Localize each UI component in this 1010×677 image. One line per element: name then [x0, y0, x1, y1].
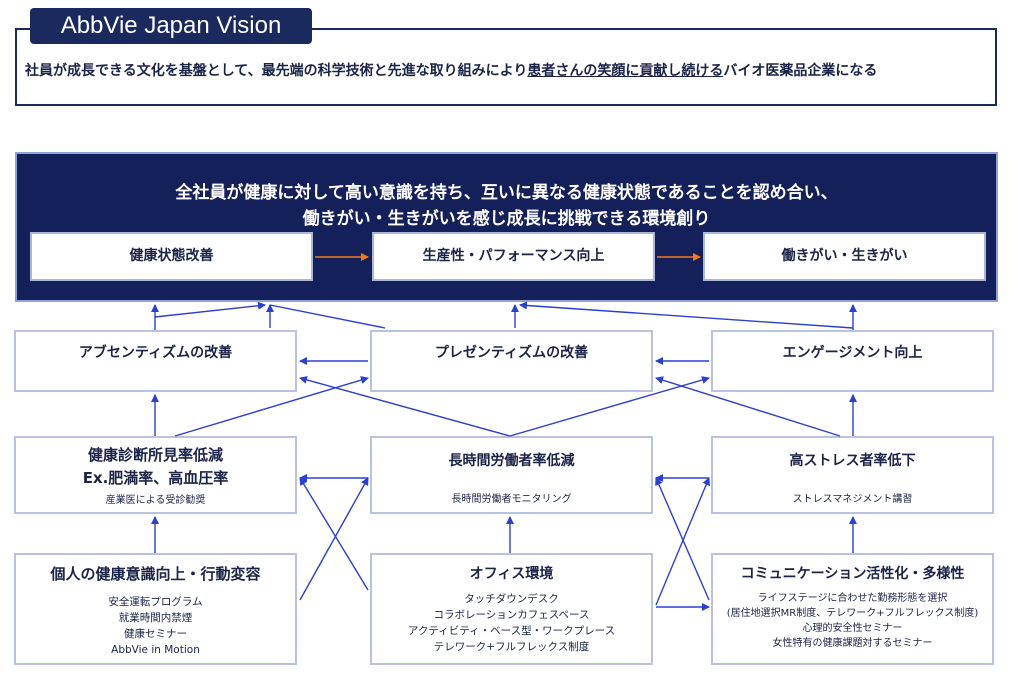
arrow-engagement-to-productivity — [519, 301, 854, 329]
node-communication-item: 女性特有の健康課題対するセミナー — [772, 638, 933, 649]
node-longhours-title: 長時間労働者率低減 — [448, 453, 575, 469]
goal-line-2: 働きがい・生きがいを感じ成長に挑戦できる環境創り — [302, 209, 711, 229]
node-engagement-title: エンゲージメント向上 — [782, 345, 923, 361]
node-communication: コミュニケーション活性化・多様性 ライフステージに合わせた勤務形態を選択 (居住… — [711, 553, 994, 665]
goal-box-engagement: 働きがい・生きがい — [703, 232, 986, 281]
arrow-absenteeism-to-productivity — [154, 301, 266, 318]
node-presenteeism-title: プレゼンティズムの改善 — [434, 345, 589, 361]
node-longhours: 長時間労働者率低減 長時間労働者モニタリング — [370, 436, 653, 514]
arrow-office-to-checkup — [299, 477, 369, 591]
goal-box-productivity: 生産性・パフォーマンス向上 — [372, 232, 655, 281]
node-awareness-title: 個人の健康意識向上・行動変容 — [50, 565, 261, 583]
arrow-awareness-to-longhours — [299, 477, 369, 601]
node-awareness: 個人の健康意識向上・行動変容 安全運転プログラム 就業時間内禁煙 健康セミナー … — [14, 553, 297, 665]
node-absenteeism-title: アブセンティズムの改善 — [78, 345, 233, 361]
vision-text-highlight: 患者さんの笑顔に貢献し続ける — [527, 63, 724, 79]
vision-title: AbbVie Japan Vision — [30, 8, 312, 44]
node-checkup: 健康診断所見率低減 Ex.肥満率、高血圧率 産業医による受診勧奨 — [14, 436, 297, 514]
node-checkup-title2: Ex.肥満率、高血圧率 — [82, 469, 229, 487]
node-communication-item: 心理的安全性セミナー — [802, 623, 903, 634]
node-office-title: オフィス環境 — [469, 566, 554, 582]
vision-statement: 社員が成長できる文化を基盤として、最先端の科学技術と先進な取り組みにより患者さん… — [25, 61, 985, 81]
vision-text-post: バイオ医薬品企業になる — [723, 63, 878, 79]
arrow-highstress-to-presenteeism — [655, 376, 841, 437]
node-absenteeism: アブセンティズムの改善 — [14, 330, 297, 392]
node-longhours-sub: 長時間労働者モニタリング — [451, 494, 572, 505]
arrow-communication-to-longhours — [655, 477, 710, 601]
arrow-longhours-to-engagement — [509, 376, 710, 437]
node-highstress-title: 高ストレス者率低下 — [789, 453, 916, 469]
goal-box-health: 健康状態改善 — [30, 232, 313, 281]
vision-text-wrap: 社員が成長できる文化を基盤として、最先端の科学技術と先進な取り組みにより患者さん… — [15, 28, 997, 106]
vision-text-pre: 社員が成長できる文化を基盤として、最先端の科学技術と先進な取り組みにより — [25, 63, 528, 79]
node-office-item: タッチダウンデスク — [464, 593, 559, 605]
node-communication-title: コミュニケーション活性化・多様性 — [740, 566, 965, 582]
node-awareness-item: AbbVie in Motion — [111, 644, 200, 656]
arrow-office-to-highstress — [655, 477, 710, 606]
node-communication-item: (居住地選択MR制度、テレワーク+フルフレックス制度) — [726, 608, 979, 619]
goal-line-1: 全社員が健康に対して高い意識を持ち、互いに異なる健康状態であることを認め合い、 — [175, 183, 838, 203]
node-highstress: 高ストレス者率低下 ストレスマネジメント講習 — [711, 436, 994, 514]
node-communication-item: ライフステージに合わせた勤務形態を選択 — [757, 593, 948, 604]
arrow-longhours-to-absenteeism — [299, 376, 511, 437]
node-office: オフィス環境 タッチダウンデスク コラボレーションカフェスペース アクティビティ… — [370, 553, 653, 665]
node-office-item: テレワーク+フルフレックス制度 — [433, 641, 590, 653]
node-awareness-item: 安全運転プログラム — [108, 596, 203, 608]
node-office-item: アクティビティ・ベース型・ワークプレース — [407, 625, 616, 637]
node-engagement: エンゲージメント向上 — [711, 330, 994, 392]
node-checkup-title: 健康診断所見率低減 — [87, 446, 223, 464]
node-awareness-item: 健康セミナー — [124, 628, 187, 640]
arrow-checkup-to-presenteeism — [174, 376, 369, 437]
node-highstress-sub: ストレスマネジメント講習 — [792, 494, 913, 505]
node-office-item: コラボレーションカフェスペース — [433, 609, 590, 621]
node-presenteeism: プレゼンティズムの改善 — [370, 330, 653, 392]
arrow-presenteeism-to-health — [269, 304, 386, 329]
node-checkup-sub: 産業医による受診勧奨 — [105, 495, 206, 506]
node-awareness-item: 就業時間内禁煙 — [118, 612, 193, 624]
